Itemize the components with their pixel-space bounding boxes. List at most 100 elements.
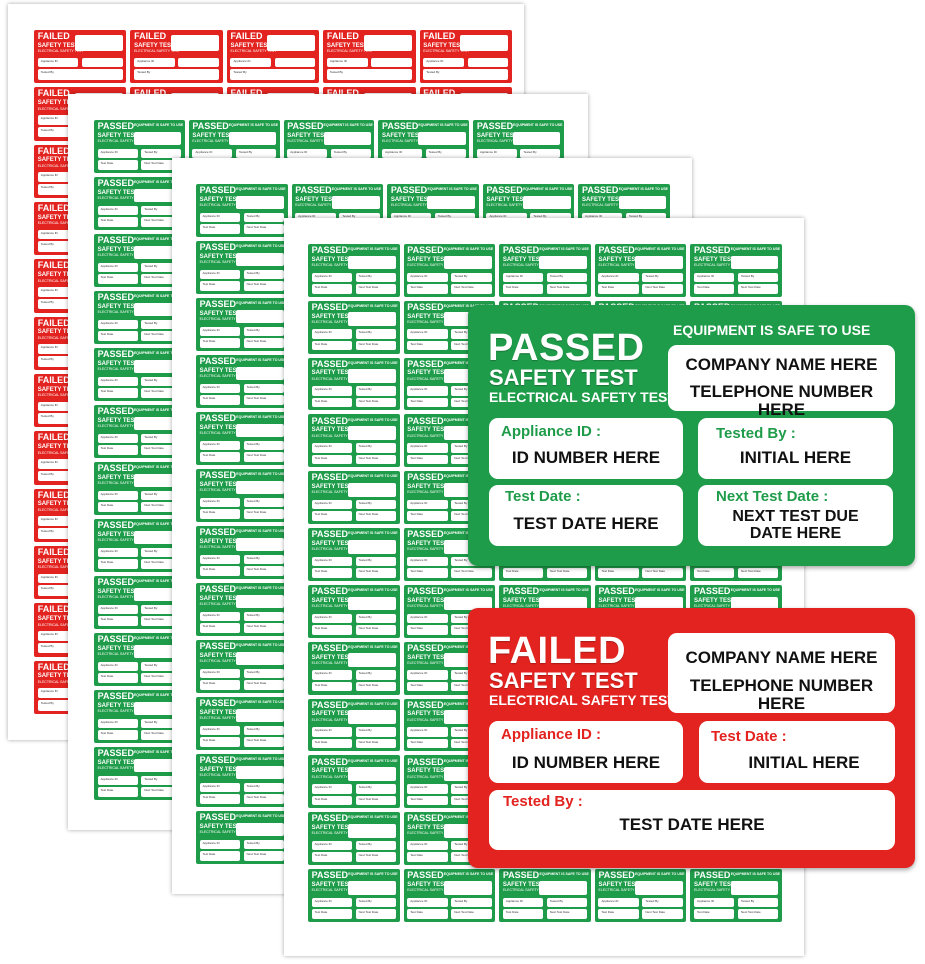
mini-field-label: Tested By [246, 840, 260, 845]
mini-subtitle: SAFETY TEST [134, 42, 175, 49]
mini-field-box: Next Test Date [451, 568, 492, 578]
mini-field-box: Tested By [243, 554, 284, 565]
mini-field-label: Tested By [40, 586, 54, 591]
mini-field-label: Test Date [410, 796, 423, 801]
mini-title: PASSED [407, 586, 444, 597]
failed-appliance-value: ID NUMBER HERE [511, 753, 661, 772]
failed-test-date-box: Test Date : INITIAL HERE [699, 721, 895, 783]
mini-title: PASSED [311, 586, 348, 597]
mini-field-box: Test Date [199, 338, 240, 348]
mini-tagline: EQUIPMENT IS SAFE TO USE [730, 247, 781, 252]
mini-title: PASSED [295, 185, 332, 196]
mini-field-label: Next Test Date [246, 453, 267, 458]
mini-field-label: Tested By [246, 498, 260, 503]
mini-field-label: Tested By [40, 70, 54, 75]
mini-field-label: Appliance ID [385, 149, 403, 154]
mini-field-box: Tested By [423, 69, 509, 81]
mini-type: ELECTRICAL SAFETY TEST [37, 450, 84, 455]
failed-appliance-label: Appliance ID : [501, 726, 602, 743]
mini-title: FAILED [37, 604, 70, 615]
mini-field-box: Test Date [407, 568, 448, 578]
mini-field-box: Test Date [694, 909, 735, 919]
mini-subtitle: SAFETY TEST [37, 157, 79, 164]
mini-tagline: EQUIPMENT IS SAFE TO USE [348, 303, 398, 308]
mini-field-box: Next Test Date [738, 568, 779, 578]
mini-field-box [348, 880, 396, 895]
mini-field-label: Next Test Date [246, 624, 267, 629]
mini-title: FAILED [37, 88, 70, 99]
mini-field-box: Appliance ID [97, 319, 138, 330]
mini-field-box [513, 131, 561, 146]
mini-field-label: Tested By [454, 841, 468, 846]
mini-field-box: Tested By [236, 148, 276, 159]
mini-field-label: Appliance ID [202, 840, 220, 845]
mini-field-box: Test Date [407, 909, 448, 919]
mini-field-box: Next Test Date [738, 284, 779, 294]
failed-test-date-value: INITIAL HERE [748, 753, 860, 772]
mini-field-box [348, 823, 396, 838]
mini-field-box: Next Test Date [141, 217, 182, 227]
mini-title: PASSED [382, 121, 419, 132]
mini-title: PASSED [407, 472, 444, 483]
mini-type: ELECTRICAL SAFETY TEST [97, 652, 144, 657]
mini-field-box: Appliance ID [97, 433, 138, 444]
mini-field-label: Test Date [100, 275, 114, 280]
mini-field-box [274, 57, 316, 68]
mini-field-label: Next Test Date [358, 512, 379, 517]
passed-tested-by-box: Tested By : INITIAL HERE [698, 418, 893, 479]
mini-field-box: Test Date [407, 397, 448, 408]
mini-field-label: Next Test Date [358, 569, 379, 574]
passed-test-date-label: Test Date : [505, 488, 581, 505]
mini-field-label: Test Date [202, 681, 216, 686]
mini-tagline: EQUIPMENT IS SAFE TO USE [133, 294, 184, 299]
mini-title: PASSED [598, 245, 635, 256]
mini-subtitle: SAFETY TEST [598, 881, 640, 888]
mini-tagline: EQUIPMENT IS SAFE TO USE [133, 408, 184, 413]
mini-tagline: EQUIPMENT IS SAFE TO USE [323, 123, 373, 128]
mini-field-label: Tested By [454, 444, 468, 449]
mini-field-label: Tested By [358, 500, 372, 505]
mini-subtitle: SAFETY TEST [199, 253, 241, 260]
mini-field-label: Next Test Date [246, 681, 267, 686]
mini-field-box [236, 822, 284, 837]
mini-field-box: Next Test Date [355, 340, 396, 351]
mini-title: PASSED [199, 242, 236, 253]
mini-type: ELECTRICAL SAFETY TEST [37, 106, 84, 111]
failed-type: ELECTRICAL SAFETY TEST [489, 692, 676, 708]
mini-field-label: Tested By [358, 273, 372, 278]
mini-subtitle: SAFETY TEST [311, 597, 353, 604]
mini-subtitle: SAFETY TEST [199, 367, 241, 374]
mini-field-label: Appliance ID [233, 58, 251, 63]
mini-title: PASSED [199, 755, 236, 766]
mini-title: FAILED [423, 31, 456, 42]
mini-subtitle: SAFETY TEST [37, 616, 79, 623]
mini-type: ELECTRICAL SAFETY TEST [382, 139, 428, 144]
mini-field-label: Tested By [40, 127, 54, 132]
mini-subtitle: SAFETY TEST [37, 501, 79, 508]
mini-title: PASSED [407, 358, 444, 369]
mini-field-label: Appliance ID [202, 498, 220, 503]
mini-field-label: Tested By [144, 263, 158, 268]
mini-field-label: Appliance ID [314, 330, 332, 335]
mini-field-box: Test Date [311, 568, 352, 578]
mini-field-label: Tested By [358, 444, 372, 449]
mini-field-box: Tested By [141, 205, 182, 216]
mini-type: ELECTRICAL SAFETY TEST [97, 253, 144, 258]
mini-field-box [133, 644, 182, 659]
mini-tagline: EQUIPMENT IS SAFE TO USE [443, 588, 494, 593]
mini-tagline: EQUIPMENT IS SAFE TO USE [635, 247, 685, 252]
mini-field-box: Appliance ID [97, 604, 138, 615]
mini-field-label: Test Date [314, 739, 328, 744]
mini-subtitle: SAFETY TEST [311, 540, 353, 547]
mini-subtitle: SAFETY TEST [582, 196, 623, 203]
mini-title: FAILED [37, 489, 70, 500]
mini-field-label: Test Date [697, 910, 710, 915]
mini-field-label: Appliance ID [314, 728, 332, 733]
mini-field-box: Next Test Date [355, 454, 396, 465]
mini-field-box: Tested By [141, 262, 182, 273]
mini-field-label: Tested By [144, 548, 158, 553]
